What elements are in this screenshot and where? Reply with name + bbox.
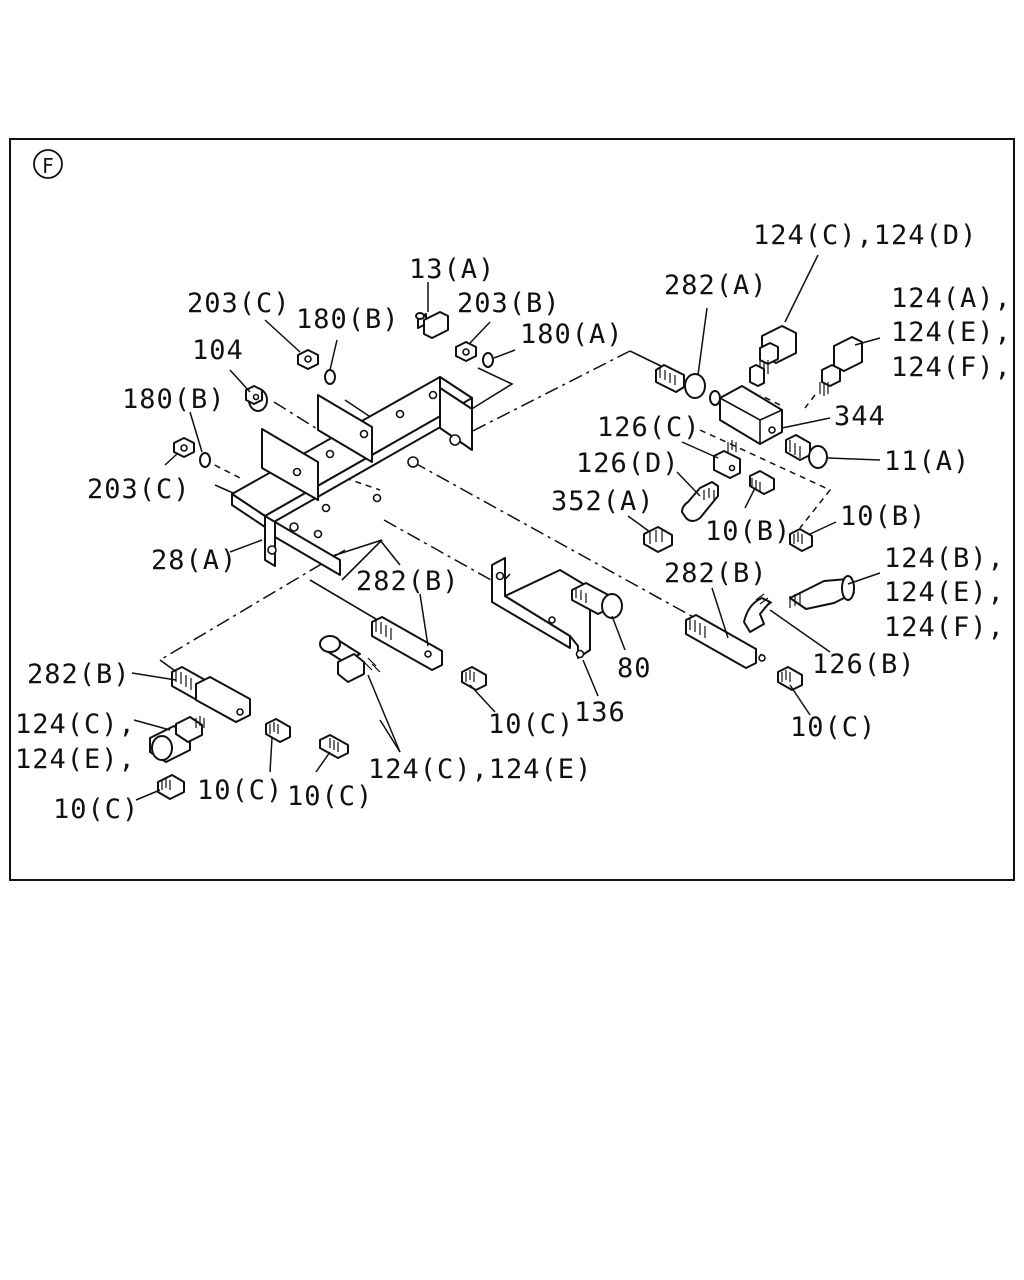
label-136: 136 — [574, 697, 626, 728]
label-124f-top: 124(F), — [891, 352, 1012, 383]
label-126d: 126(D) — [576, 448, 680, 479]
label-282a: 282(A) — [664, 270, 768, 301]
label-124e-top: 124(E), — [891, 317, 1012, 348]
assembly-282b-middle — [319, 616, 487, 759]
assembly-282b-left — [149, 666, 291, 800]
label-203b: 203(B) — [457, 288, 561, 319]
label-10c-left-2: 10(C) — [287, 781, 373, 812]
bolt-80 — [571, 582, 623, 619]
label-124e-left: 124(E), — [15, 744, 136, 775]
label-282b-left: 282(B) — [27, 659, 131, 690]
label-352a: 352(A) — [551, 486, 655, 517]
label-11a: 11(A) — [884, 446, 970, 477]
view-marker-letter: F — [42, 154, 54, 178]
label-10b-left: 10(B) — [705, 516, 791, 547]
label-124b: 124(B), — [884, 543, 1005, 574]
label-10c-right: 10(C) — [790, 712, 876, 743]
label-10c-middle: 10(C) — [488, 709, 574, 740]
valve-block-344 — [655, 325, 863, 469]
label-28a: 28(A) — [151, 545, 237, 576]
label-124f-right: 124(F), — [884, 612, 1005, 643]
label-126b: 126(B) — [812, 649, 916, 680]
label-180b-upper: 180(B) — [296, 304, 400, 335]
leader-lines — [131, 254, 881, 801]
label-124e-right: 124(E), — [884, 577, 1005, 608]
label-344: 344 — [834, 401, 886, 432]
part-labels: 124(C),124(D) 282(A) 124(A), 124(E), 124… — [15, 220, 1012, 825]
label-13a: 13(A) — [409, 254, 495, 285]
label-282b-middle: 282(B) — [356, 566, 460, 597]
view-marker: F — [33, 149, 63, 179]
label-126c: 126(C) — [597, 412, 701, 443]
diagram-frame — [9, 138, 1015, 881]
label-124c-124e-middle: 124(C),124(E) — [368, 754, 592, 785]
label-10c-left-1: 10(C) — [197, 775, 283, 806]
label-104: 104 — [192, 335, 244, 366]
label-10c-left-3: 10(C) — [53, 794, 139, 825]
label-124c-left: 124(C), — [15, 709, 136, 740]
main-bracket — [231, 376, 473, 576]
label-80: 80 — [617, 653, 652, 684]
fittings-126 — [643, 440, 813, 553]
label-180b-lower: 180(B) — [122, 384, 226, 415]
bracket-136 — [491, 557, 591, 659]
label-282b-right: 282(B) — [664, 558, 768, 589]
assembly-282b-right — [685, 575, 855, 691]
label-180a: 180(A) — [520, 319, 624, 350]
label-203c-lower: 203(C) — [87, 474, 191, 505]
label-124a: 124(A), — [891, 283, 1012, 314]
hardware-upper — [173, 311, 494, 468]
label-10b-right: 10(B) — [840, 501, 926, 532]
label-203c-upper: 203(C) — [187, 288, 291, 319]
label-124c-124d-top: 124(C),124(D) — [753, 220, 977, 251]
